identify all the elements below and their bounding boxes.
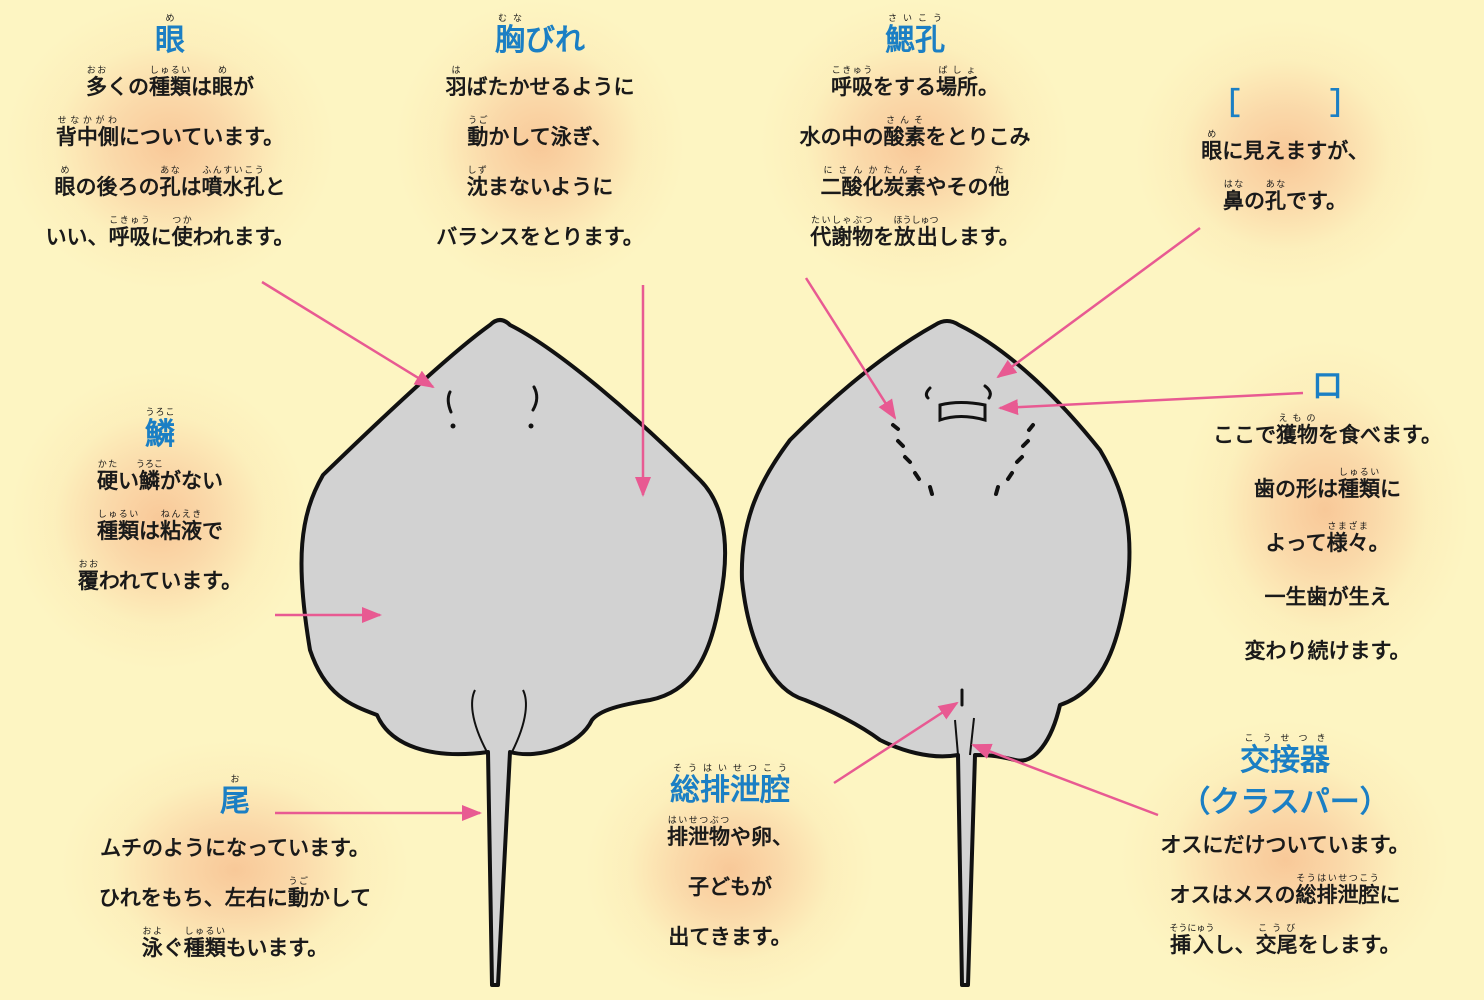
text-line: オスはメスの総排泄腔そうはいせつこうに: [1169, 874, 1401, 907]
label-pectoral-fin: 胸むなびれ 羽はばたかせるように動うごかして泳ぎ、沈しずまないようにバランスをと…: [390, 14, 690, 262]
pectoral-title: 胸むなびれ: [495, 14, 585, 58]
label-clasper: 交接器こうせつき （クラスパー） オスにだけついています。オスはメスの総排泄腔そ…: [1110, 734, 1460, 970]
gill-title: 鰓孔さいこう: [885, 14, 945, 58]
text-line: 一生歯が生え: [1264, 585, 1391, 609]
text-line: 呼吸こきゅうをする場所ばしょ。: [831, 66, 999, 99]
text-line: 鼻はなの孔あなです。: [1223, 180, 1347, 213]
text-line: 水の中の酸素さんそをとりこみ: [799, 116, 1031, 149]
text-line: バランスをとります。: [436, 225, 644, 249]
label-tail: 尾お ムチのようになっています。ひれをもち、左右に動うごかして泳およぐ種類しゅる…: [55, 775, 415, 973]
glow-pectoral: [395, 0, 685, 290]
arrow-mouth: [998, 391, 1304, 416]
text-line: 出てきます。: [668, 925, 792, 949]
ray-ventral-view: [739, 319, 1132, 987]
label-scales: 鱗うろこ 硬かたい鱗うろこがない種類しゅるいは粘液ねんえきで覆おおわれています。: [10, 408, 310, 606]
text-line: 二酸化炭素にさんかたんそやその他た: [820, 166, 1010, 199]
glow-clasper: [1120, 720, 1450, 1000]
clasper-title: 交接器こうせつき: [1240, 734, 1330, 778]
gill-slits: [891, 423, 1035, 496]
text-line: いい、呼吸こきゅうに使つかわれます。: [45, 216, 295, 249]
nostril-title: ［ ］: [1210, 87, 1360, 122]
glow-nostril: [1135, 20, 1435, 290]
pectoral-lines: 羽はばたかせるように動うごかして泳ぎ、沈しずまないようにバランスをとります。: [390, 62, 690, 262]
mouth-lines: ここで獲物えものを食べます。歯の形は種類しゅるいによって様々さまざま。一生歯が生…: [1175, 408, 1480, 678]
cloaca-title: 総排泄腔そうはいせつこう: [670, 764, 790, 808]
arrow-clasper: [971, 743, 1159, 817]
eye-lines: 多おおくの種類しゅるいは眼めが背中側せなかがわについています。眼めの後ろの孔あな…: [0, 62, 340, 262]
glow-eye: [5, 0, 335, 290]
text-line: ここで獲物えものを食べます。: [1213, 414, 1442, 447]
arrow-nostril: [996, 226, 1201, 379]
text-line: 動うごかして泳ぎ、: [467, 116, 613, 149]
text-line: ムチのようになっています。: [100, 836, 370, 860]
text-line: 変わり続けます。: [1244, 639, 1411, 663]
arrow-cloaca: [833, 701, 959, 785]
text-line: 覆おおわれています。: [77, 560, 243, 593]
label-cloaca: 総排泄腔そうはいせつこう 排泄物はいせつぶつや卵、子どもが出てきます。: [580, 764, 880, 962]
scales-title: 鱗うろこ: [145, 408, 175, 452]
label-gill-slits: 鰓孔さいこう 呼吸こきゅうをする場所ばしょ。水の中の酸素さんそをとりこみ二酸化炭…: [755, 14, 1075, 262]
text-line: 排泄物はいせつぶつや卵、: [667, 816, 793, 849]
text-line: 背中側せなかがわについています。: [55, 116, 285, 149]
label-nostril: ［ ］ 眼めに見えますが、鼻はなの孔あなです。: [1130, 84, 1440, 226]
text-line: 硬かたい鱗うろこがない: [96, 460, 223, 493]
arrow-eye: [261, 280, 435, 389]
clasper-lines: オスにだけついています。オスはメスの総排泄腔そうはいせつこうに挿入そうにゅうし、…: [1110, 820, 1460, 970]
text-line: ひれをもち、左右に動うごかして: [98, 877, 372, 910]
tail-lines: ムチのようになっています。ひれをもち、左右に動うごかして泳およぐ種類しゅるいもい…: [55, 823, 415, 973]
eye-title: 眼め: [155, 14, 185, 58]
text-line: 種類しゅるいは粘液ねんえきで: [97, 510, 223, 543]
text-line: 眼めの後ろの孔あなは噴水孔ふんすいこうと: [54, 166, 286, 199]
text-line: 子どもが: [688, 875, 772, 899]
text-line: 挿入そうにゅうし、交尾こうびをします。: [1169, 924, 1401, 957]
ray-dorsal-view: [299, 318, 728, 987]
dorsal-eye-marks: [446, 385, 539, 429]
text-line: 多おおくの種類しゅるいは眼めが: [86, 66, 254, 99]
leader-arrows: [261, 226, 1304, 821]
cloaca-lines: 排泄物はいせつぶつや卵、子どもが出てきます。: [580, 812, 880, 962]
glow-scales: [10, 370, 310, 670]
ventral-nostrils-and-mouth: [924, 384, 992, 423]
arrow-gill: [804, 277, 897, 420]
label-eye: 眼め 多おおくの種類しゅるいは眼めが背中側せなかがわについています。眼めの後ろの…: [0, 14, 340, 262]
text-line: 沈しずまないように: [466, 166, 614, 199]
label-mouth: 口 ここで獲物えものを食べます。歯の形は種類しゅるいによって様々さまざま。一生歯…: [1175, 366, 1480, 678]
text-line: 代謝物たいしゃぶつを放出ほうしゅつします。: [810, 216, 1020, 249]
text-line: オスにだけついています。: [1160, 833, 1410, 857]
text-line: 泳およぐ種類しゅるいもいます。: [141, 927, 329, 960]
text-line: 羽はばたかせるように: [445, 66, 635, 99]
glow-tail: [60, 740, 410, 1000]
gill-lines: 呼吸こきゅうをする場所ばしょ。水の中の酸素さんそをとりこみ二酸化炭素にさんかたん…: [755, 62, 1075, 262]
nostril-lines: 眼めに見えますが、鼻はなの孔あなです。: [1130, 126, 1440, 226]
text-line: 眼めに見えますが、: [1201, 130, 1369, 163]
mouth-title: 口: [1312, 369, 1343, 404]
tail-title: 尾お: [220, 775, 250, 819]
scales-lines: 硬かたい鱗うろこがない種類しゅるいは粘液ねんえきで覆おおわれています。: [10, 456, 310, 606]
text-line: よって様々さまざま。: [1265, 522, 1390, 555]
glow-cloaca: [585, 740, 875, 1000]
glow-gill: [760, 0, 1070, 290]
clasper-subtitle: （クラスパー）: [1180, 785, 1390, 820]
text-line: 歯の形は種類しゅるいに: [1254, 468, 1401, 501]
